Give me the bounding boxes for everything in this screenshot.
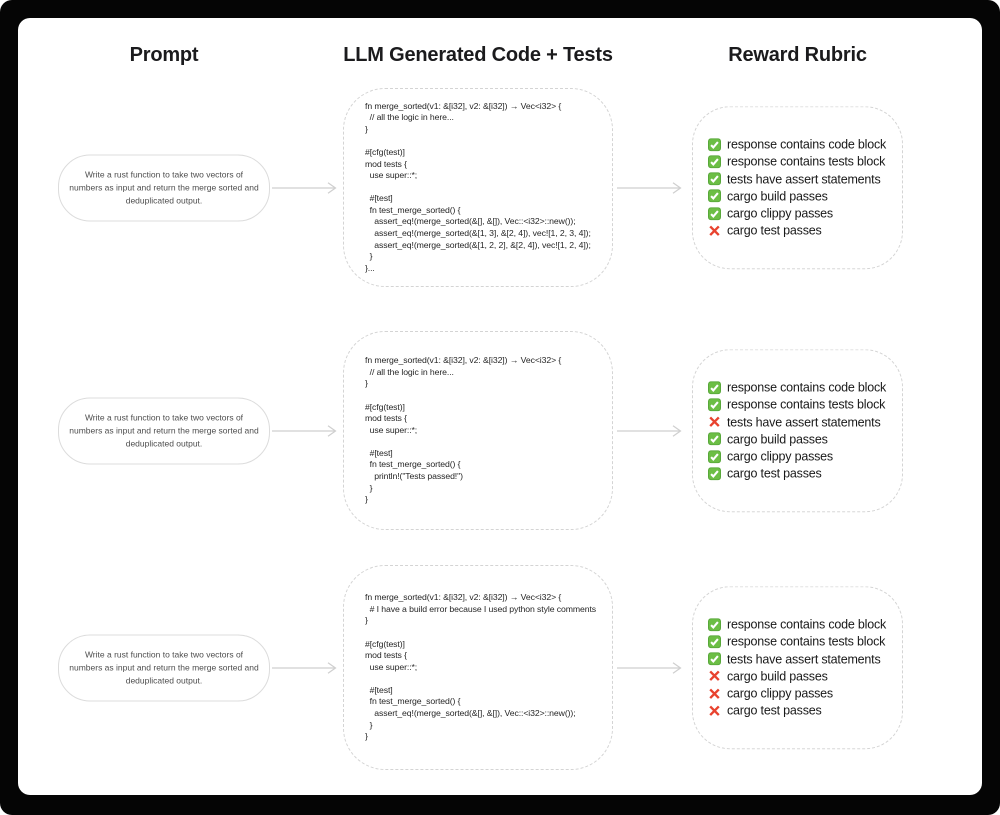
rubric-box: response contains code block response co… [692, 105, 903, 270]
rubric-label: response contains tests block [727, 397, 886, 412]
check-icon [708, 449, 721, 463]
rubric-item: response contains code block [708, 617, 902, 632]
rubric-item: cargo clippy passes [708, 686, 902, 701]
arrow-prompt-to-code-icon [272, 181, 337, 194]
code-text: fn merge_sorted(v1: &[i32], v2: &[i32]) … [365, 355, 562, 505]
rubric-label: response contains code block [727, 617, 887, 632]
diagram-canvas: Prompt LLM Generated Code + Tests Reward… [18, 18, 982, 795]
rubric-label: tests have assert statements [727, 414, 881, 429]
rubric-label: tests have assert statements [727, 651, 881, 666]
pipeline-row: Write a rust function to take two vector… [18, 88, 982, 287]
rubric-item: cargo clippy passes [708, 449, 902, 464]
code-box: fn merge_sorted(v1: &[i32], v2: &[i32]) … [343, 331, 613, 530]
rubric-label: tests have assert statements [727, 171, 881, 186]
check-icon [708, 172, 721, 186]
code-text: fn merge_sorted(v1: &[i32], v2: &[i32]) … [365, 592, 597, 742]
rubric-label: response contains tests block [727, 634, 886, 649]
check-icon [708, 617, 721, 631]
check-icon [708, 652, 721, 666]
rubric-item: response contains tests block [708, 154, 902, 169]
rubric-item: tests have assert statements [708, 651, 902, 666]
arrow-code-to-rubric-icon [617, 181, 682, 194]
cross-icon [709, 416, 720, 428]
rubric-label: cargo clippy passes [727, 206, 833, 221]
check-icon [708, 206, 721, 220]
check-icon [708, 155, 721, 169]
prompt-box: Write a rust function to take two vector… [58, 154, 270, 221]
rubric-item: tests have assert statements [708, 414, 902, 429]
rubric-item: cargo build passes [708, 432, 902, 447]
pipeline-row: Write a rust function to take two vector… [18, 565, 982, 770]
prompt-text: Write a rust function to take two vector… [69, 412, 259, 448]
column-header-prompt: Prompt [129, 44, 199, 66]
prompt-box: Write a rust function to take two vector… [58, 397, 270, 464]
check-icon [708, 635, 721, 649]
rubric-item: response contains code block [708, 380, 902, 395]
rubric-label: cargo build passes [727, 189, 828, 204]
prompt-text: Write a rust function to take two vector… [69, 169, 259, 205]
cross-icon [709, 225, 720, 236]
rubric-item: cargo clippy passes [708, 206, 902, 221]
rubric-item: response contains tests block [708, 397, 902, 412]
rubric-item: cargo build passes [708, 189, 902, 204]
check-icon [708, 137, 721, 151]
cross-icon [709, 670, 720, 682]
rubric-item: cargo test passes [708, 703, 902, 718]
code-text: fn merge_sorted(v1: &[i32], v2: &[i32]) … [365, 100, 591, 273]
rubric-label: cargo test passes [727, 466, 822, 481]
rubric-label: cargo clippy passes [727, 449, 833, 464]
rubric-item: cargo test passes [708, 466, 902, 481]
rubric-item: cargo build passes [708, 669, 902, 684]
rubric-item: tests have assert statements [708, 171, 902, 186]
rubric-label: cargo clippy passes [727, 686, 833, 701]
cross-icon [709, 705, 720, 716]
rubric-label: response contains code block [727, 380, 887, 395]
arrow-prompt-to-code-icon [272, 424, 337, 437]
check-icon [708, 432, 721, 446]
pipeline-row: Write a rust function to take two vector… [18, 331, 982, 530]
column-header-code: LLM Generated Code + Tests [343, 44, 613, 66]
check-icon [708, 398, 721, 412]
rubric-label: cargo test passes [727, 223, 822, 238]
rubric-item: response contains tests block [708, 634, 902, 649]
code-box: fn merge_sorted(v1: &[i32], v2: &[i32]) … [343, 88, 613, 287]
rubric-box: response contains code block response co… [692, 585, 903, 750]
rubric-label: response contains code block [727, 137, 887, 152]
rubric-label: response contains tests block [727, 154, 886, 169]
check-icon [708, 380, 721, 394]
rubric-label: cargo test passes [727, 703, 822, 718]
rubric-item: response contains code block [708, 137, 902, 152]
arrow-prompt-to-code-icon [272, 661, 337, 674]
arrow-code-to-rubric-icon [617, 661, 682, 674]
column-header-rubric: Reward Rubric [728, 44, 867, 66]
check-icon [708, 467, 721, 481]
rubric-item: cargo test passes [708, 223, 902, 238]
arrow-code-to-rubric-icon [617, 424, 682, 437]
rubric-label: cargo build passes [727, 432, 828, 447]
code-box: fn merge_sorted(v1: &[i32], v2: &[i32]) … [343, 565, 613, 770]
check-icon [708, 189, 721, 203]
cross-icon [709, 688, 720, 699]
prompt-text: Write a rust function to take two vector… [69, 649, 259, 685]
rubric-label: cargo build passes [727, 669, 828, 684]
rubric-box: response contains code block response co… [692, 348, 903, 513]
prompt-box: Write a rust function to take two vector… [58, 634, 270, 701]
